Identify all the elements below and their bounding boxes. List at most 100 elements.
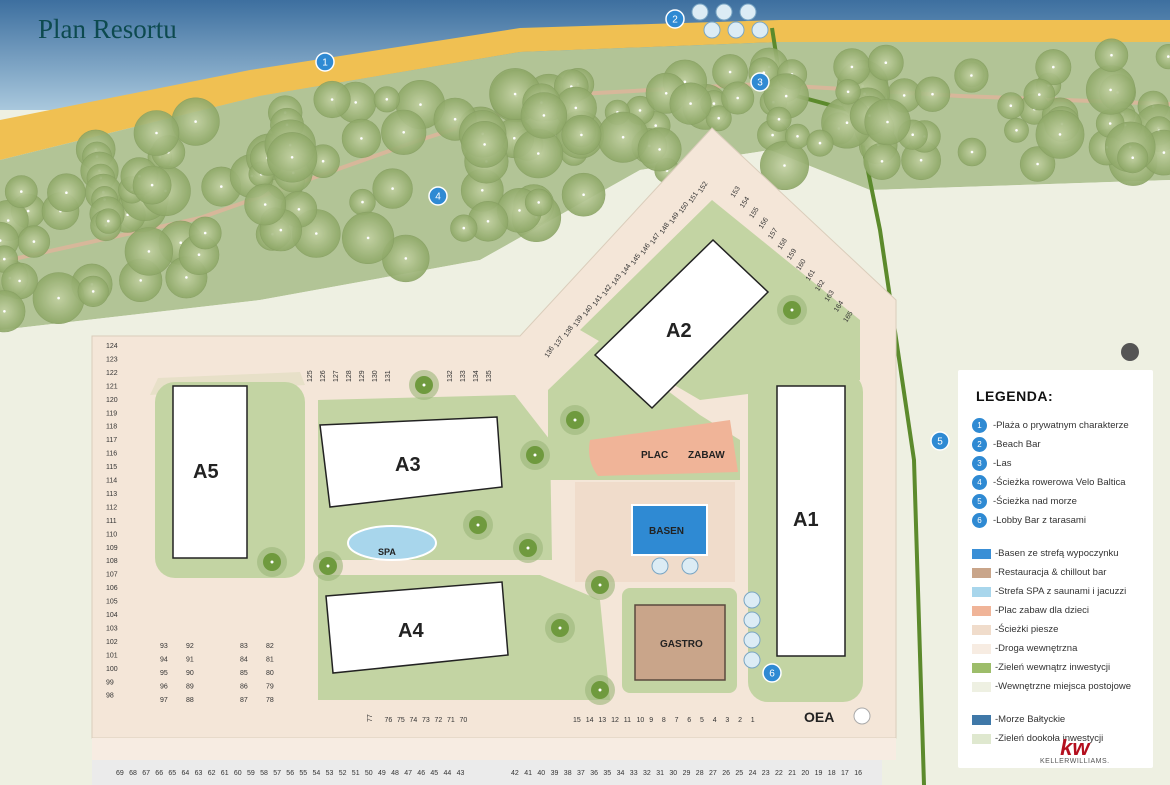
parking-space-label: 7 bbox=[675, 717, 679, 724]
umbrella-icon bbox=[743, 631, 761, 649]
legend-label: -Plac zabaw dla dzieci bbox=[995, 605, 1089, 616]
parking-space-label: 80 bbox=[266, 670, 274, 677]
parking-space-label: 62 bbox=[208, 770, 216, 777]
parking-space-label: 59 bbox=[247, 770, 255, 777]
outer-parking bbox=[92, 760, 882, 785]
parking-space-label: 114 bbox=[106, 478, 117, 485]
building-a3[interactable] bbox=[319, 416, 503, 508]
tree-center-icon bbox=[845, 121, 849, 124]
building-a2[interactable] bbox=[593, 238, 770, 410]
legend-swatch bbox=[972, 662, 991, 673]
gastro[interactable] bbox=[634, 604, 726, 681]
tree-center-icon bbox=[1108, 122, 1112, 125]
parking-space-label: 14 bbox=[586, 717, 594, 724]
tree-center-icon bbox=[911, 133, 914, 136]
parking-space-label: 71 bbox=[447, 717, 455, 724]
umbrella-icon bbox=[715, 3, 733, 21]
tree-center-icon bbox=[712, 102, 716, 105]
legend-label: -Las bbox=[993, 458, 1012, 469]
legend: LEGENDA: 1-Plaża o prywatnym charakterze… bbox=[958, 370, 1153, 768]
parking-space-label: 100 bbox=[106, 666, 118, 673]
map-marker-5[interactable]: 5 bbox=[930, 431, 950, 451]
legend-swatch bbox=[972, 733, 991, 744]
tree-center-icon bbox=[481, 189, 484, 192]
tree-center-icon bbox=[1052, 65, 1055, 69]
legend-label: -Ścieżki piesze bbox=[995, 624, 1059, 635]
parking-space-label: 86 bbox=[240, 684, 248, 691]
umbrella-icon bbox=[691, 3, 709, 21]
tree-center-icon bbox=[931, 92, 934, 96]
parking-space-label: 110 bbox=[106, 531, 117, 538]
map-markers: 1 2 3 4 5 6 bbox=[315, 9, 950, 683]
legend-item: -Restauracja & chillout bar bbox=[958, 563, 1153, 582]
map-marker-1[interactable]: 1 bbox=[315, 52, 335, 72]
legend-item: -Wewnętrzne miejsca postojowe bbox=[958, 677, 1153, 696]
parking-space-label: 40 bbox=[537, 770, 545, 777]
tree-center-icon bbox=[1162, 151, 1166, 154]
gastro-label: GASTRO bbox=[660, 639, 703, 650]
parking-space-label: 102 bbox=[106, 639, 118, 646]
spa-label: SPA bbox=[378, 547, 396, 557]
legend-item: -Strefa SPA z saunami i jacuzzi bbox=[958, 582, 1153, 601]
map-marker-3[interactable]: 3 bbox=[750, 72, 770, 92]
tree-center-icon bbox=[391, 187, 394, 190]
legend-label: -Ścieżka nad morze bbox=[993, 496, 1077, 507]
legend-number-icon: 5 bbox=[972, 494, 987, 509]
parking-space-label: 17 bbox=[841, 770, 849, 777]
parking-space-label: 32 bbox=[643, 770, 651, 777]
legend-label: -Droga wewnętrzna bbox=[995, 643, 1078, 654]
tree-center-icon bbox=[20, 190, 23, 193]
tree-center-icon bbox=[598, 583, 602, 587]
tree-center-icon bbox=[654, 124, 657, 127]
parking-space-label: 89 bbox=[186, 684, 194, 691]
umbrella-icon bbox=[681, 557, 699, 575]
parking-space-label: 68 bbox=[129, 770, 137, 777]
parking-space-label: 93 bbox=[160, 643, 168, 650]
tree-center-icon bbox=[558, 626, 562, 630]
tree-center-icon bbox=[736, 96, 739, 100]
parking-space-label: 48 bbox=[391, 770, 399, 777]
marker-label: 1 bbox=[322, 58, 328, 69]
parking-space-label: 128 bbox=[346, 370, 353, 382]
map-marker-2[interactable]: 2 bbox=[665, 9, 685, 29]
parking-space-label: 53 bbox=[326, 770, 334, 777]
legend-label: -Morze Bałtyckie bbox=[995, 714, 1066, 725]
pool[interactable] bbox=[631, 504, 708, 556]
marker-label: 2 bbox=[672, 15, 678, 26]
building-a1[interactable] bbox=[776, 385, 846, 657]
parking-space-label: 84 bbox=[240, 657, 248, 664]
map-marker-6[interactable]: 6 bbox=[762, 663, 782, 683]
parking-space-label: 50 bbox=[365, 770, 373, 777]
tree-center-icon bbox=[537, 152, 540, 155]
tree-center-icon bbox=[107, 219, 110, 223]
parking-space-label: 74 bbox=[410, 717, 418, 724]
parking-space-label: 79 bbox=[266, 684, 274, 691]
tree-center-icon bbox=[354, 101, 358, 104]
playground-label-2: ZABAW bbox=[688, 450, 725, 461]
building-a4[interactable] bbox=[325, 581, 509, 674]
legend-item: -Morze Bałtyckie bbox=[958, 710, 1153, 729]
tree-center-icon bbox=[526, 546, 530, 550]
building-a5[interactable] bbox=[172, 385, 248, 559]
spa[interactable] bbox=[347, 525, 437, 561]
parking-space-label: 87 bbox=[240, 697, 248, 704]
tree-center-icon bbox=[1009, 104, 1013, 107]
map-marker-4[interactable]: 4 bbox=[428, 186, 448, 206]
tree-center-icon bbox=[1167, 55, 1170, 58]
parking-space-label: 105 bbox=[106, 599, 118, 606]
parking-space-label: 26 bbox=[722, 770, 730, 777]
tree-center-icon bbox=[1038, 93, 1041, 96]
parking-space-label: 130 bbox=[372, 370, 379, 382]
parking-space-label: 120 bbox=[106, 397, 118, 404]
umbrella-icon bbox=[743, 611, 761, 629]
tree-center-icon bbox=[970, 150, 974, 154]
tree-center-icon bbox=[533, 453, 537, 457]
parking-space-label: 126 bbox=[320, 370, 327, 382]
parking-space-label: 121 bbox=[106, 383, 118, 390]
legend-item: -Droga wewnętrzna bbox=[958, 639, 1153, 658]
tree-center-icon bbox=[796, 135, 799, 138]
parking-space-label: 37 bbox=[577, 770, 585, 777]
inner-trees bbox=[257, 295, 807, 705]
tree-center-icon bbox=[326, 564, 330, 568]
parking-space-label: 9 bbox=[649, 717, 653, 724]
